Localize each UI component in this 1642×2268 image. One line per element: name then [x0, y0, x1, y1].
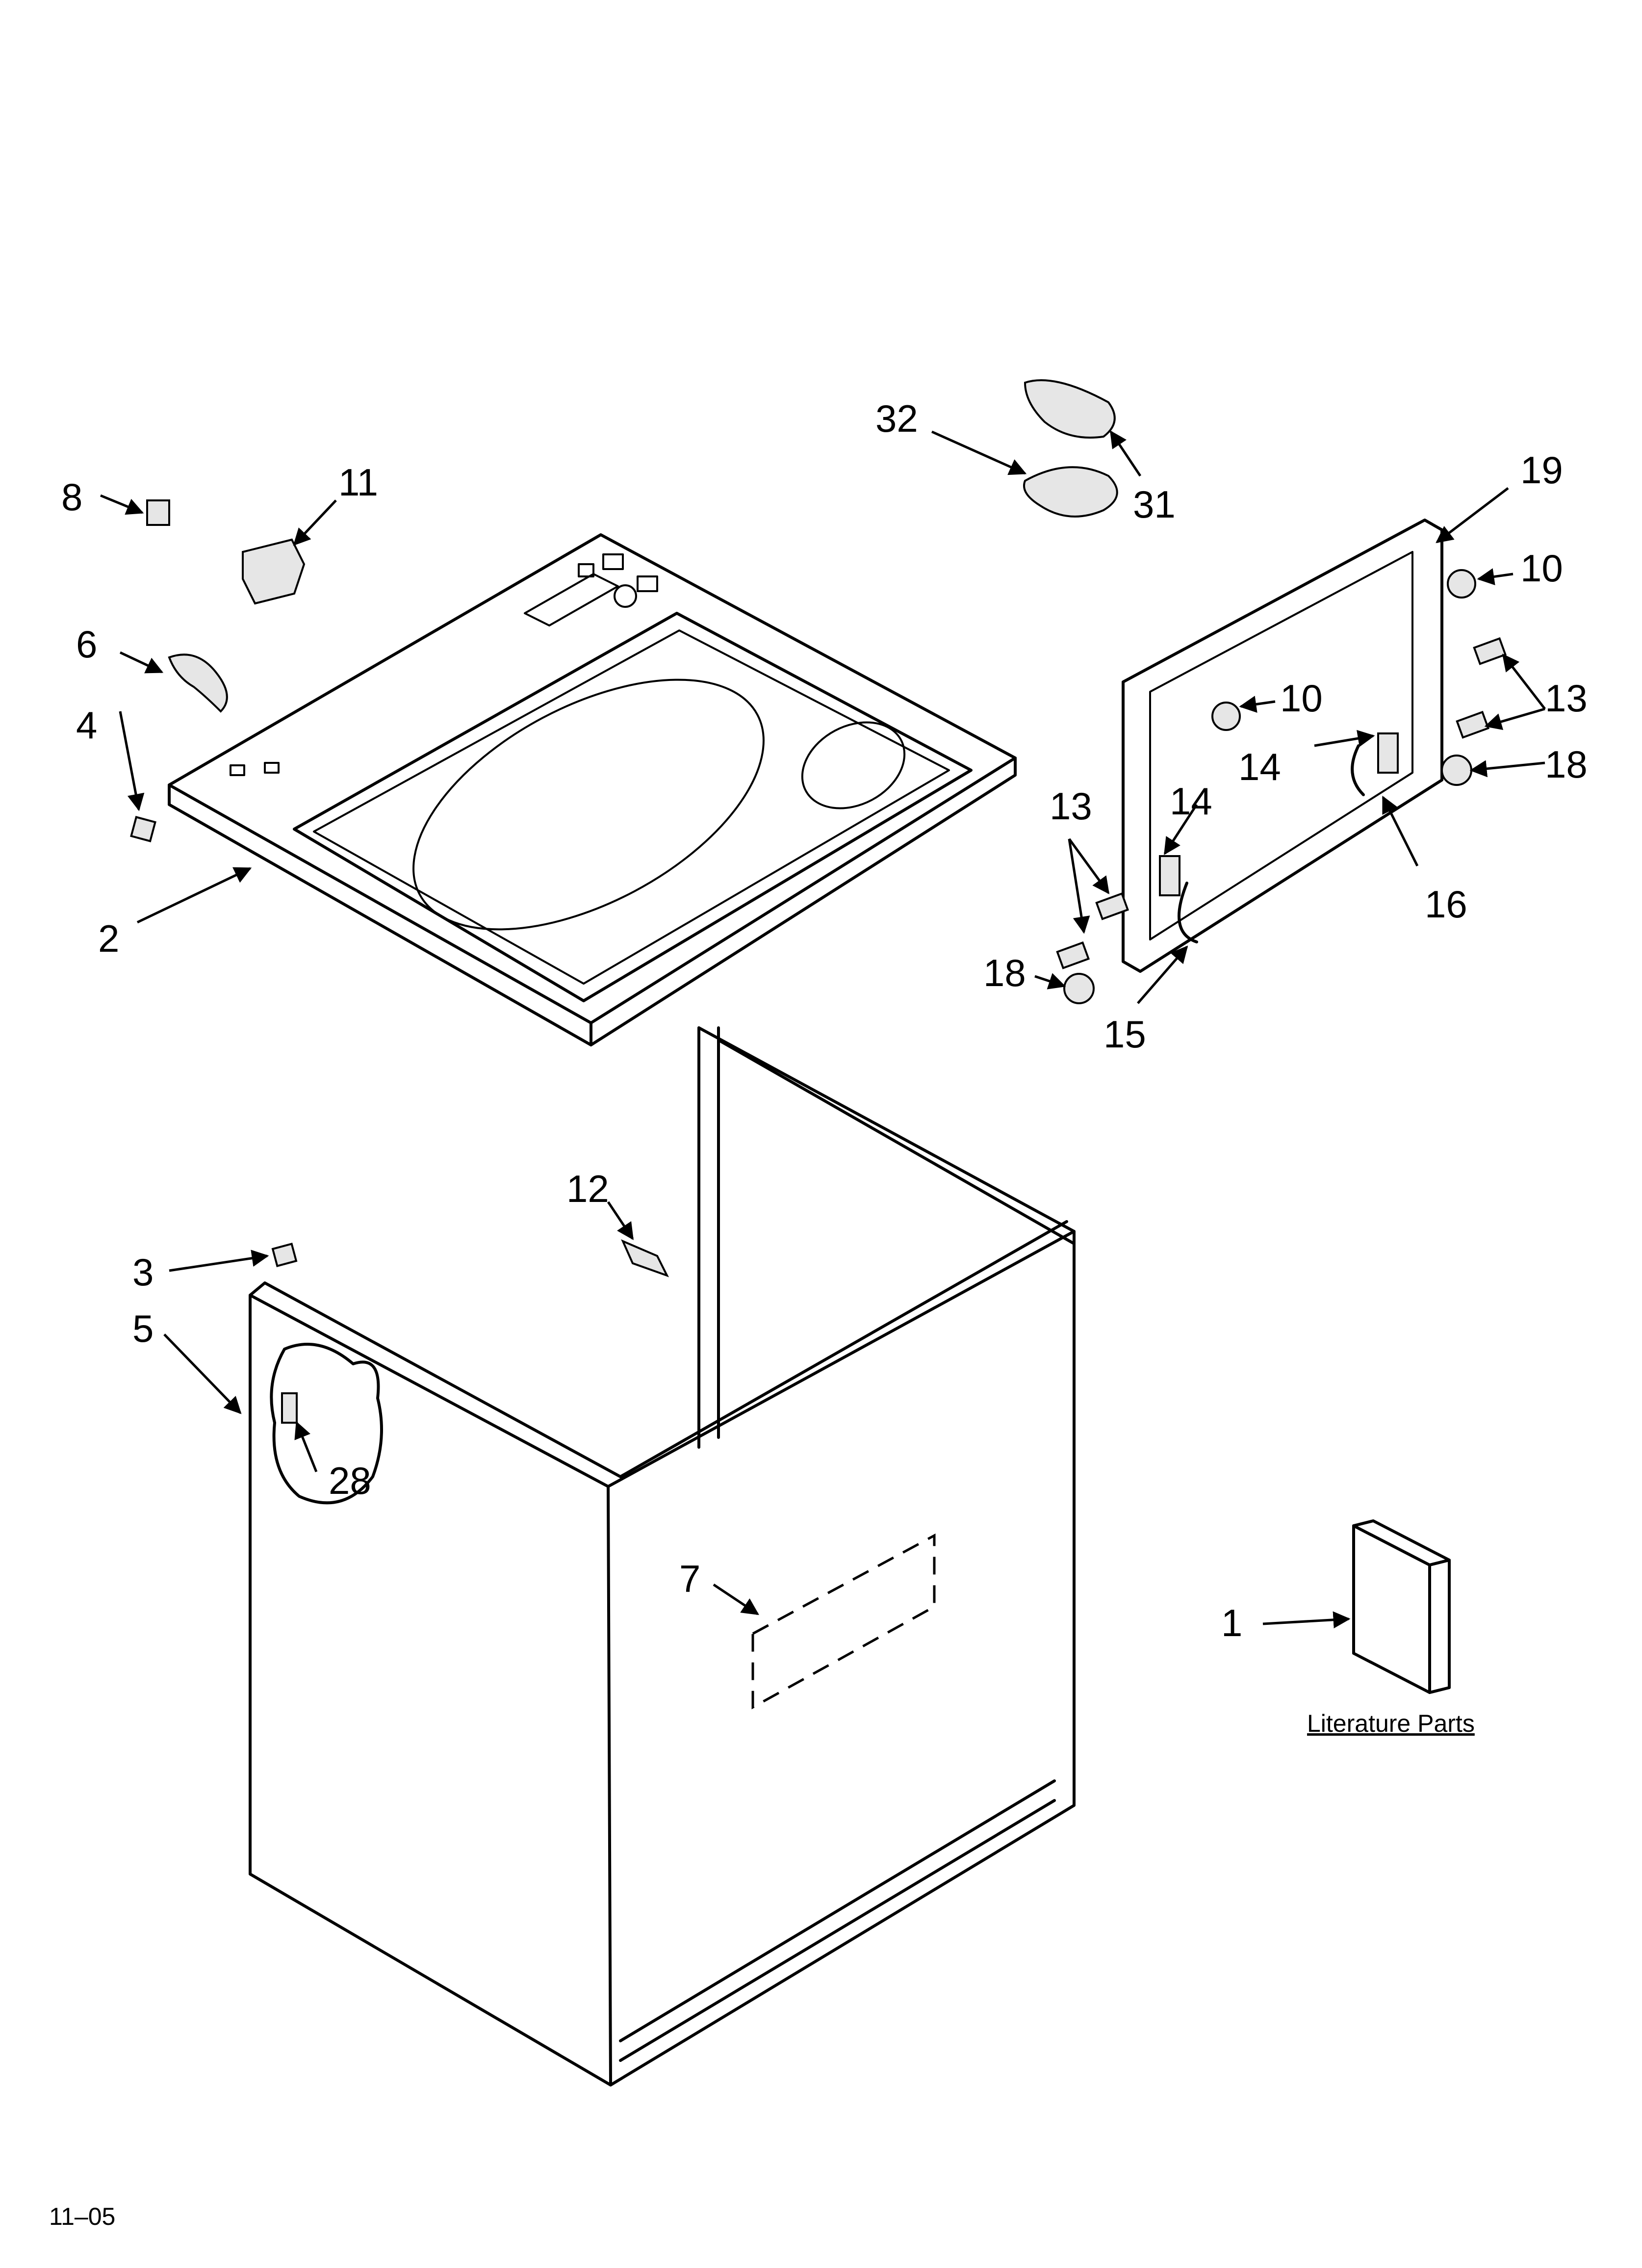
callout-14a: 14 — [1238, 745, 1281, 788]
callout-18a: 18 — [1545, 743, 1588, 786]
callout-19: 19 — [1520, 448, 1563, 492]
callout-14b: 14 — [1170, 780, 1212, 823]
callout-18b: 18 — [983, 951, 1026, 994]
footer-code: 11–05 — [49, 2203, 115, 2230]
callout-8: 8 — [61, 475, 82, 519]
callout-3: 3 — [132, 1251, 154, 1294]
callout-12: 12 — [566, 1167, 609, 1210]
callout-2: 2 — [98, 917, 119, 960]
callout-16: 16 — [1425, 883, 1467, 926]
callout-10a: 10 — [1520, 547, 1563, 590]
literature-parts-label: Literature Parts — [1307, 1710, 1475, 1737]
callout-31: 31 — [1133, 483, 1176, 526]
callout-10b: 10 — [1280, 677, 1323, 720]
callout-28: 28 — [329, 1459, 371, 1502]
top-cover — [168, 533, 1017, 1046]
small-parts — [130, 379, 1507, 1424]
callout-13b: 13 — [1050, 784, 1092, 828]
leader-lines — [100, 430, 1546, 1629]
callout-4: 4 — [76, 704, 97, 747]
callout-32: 32 — [875, 397, 918, 440]
callout-6: 6 — [76, 623, 97, 666]
callout-1: 1 — [1221, 1601, 1242, 1644]
cabinet — [249, 1026, 1076, 2086]
callout-13a: 13 — [1545, 677, 1588, 720]
lid — [1122, 519, 1443, 973]
callout-11: 11 — [338, 461, 378, 504]
callout-5: 5 — [132, 1307, 154, 1350]
literature-box — [1352, 1519, 1451, 1694]
callout-15: 15 — [1103, 1013, 1146, 1056]
callout-7: 7 — [679, 1557, 700, 1600]
callout-labels: 1 2 3 4 5 6 7 8 10 10 11 12 13 13 14 14 … — [49, 397, 1588, 2230]
